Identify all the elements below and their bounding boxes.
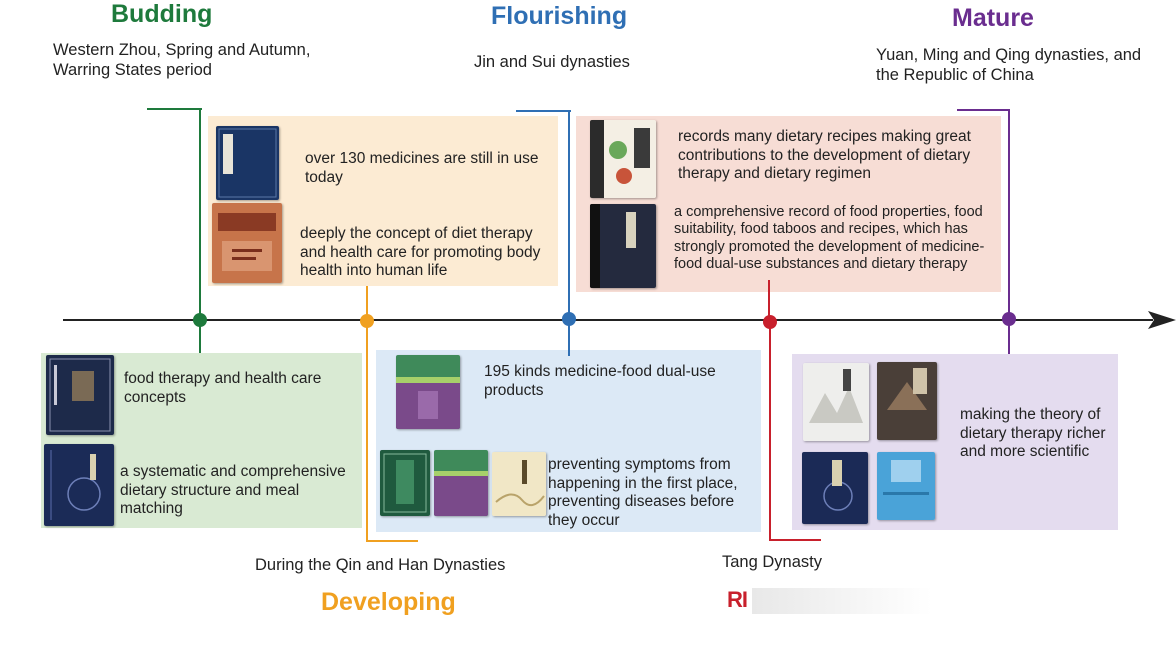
stage-title-mature: Mature [952, 4, 1034, 32]
connector-tang-v-top [768, 280, 770, 322]
dot-flourishing [562, 312, 576, 326]
book-cover-icon [590, 204, 656, 288]
connector-developing-h [366, 540, 418, 542]
note-budding-2: a systematic and comprehensive dietary s… [120, 463, 346, 517]
note-mature-1: making the theory of dietary therapy ric… [960, 406, 1106, 460]
period-developing: During the Qin and Han Dynasties [255, 556, 506, 574]
connector-mature-h [957, 109, 1010, 111]
book-cover-icon [803, 363, 869, 441]
book-cover-icon [46, 355, 114, 435]
note-developing-1: over 130 medicines are still in use toda… [305, 150, 539, 186]
stage-title-budding: Budding [111, 0, 213, 28]
connector-flourishing-h [516, 110, 571, 112]
stage-title-flourishing: Flourishing [491, 2, 628, 30]
book-cover-icon [396, 355, 460, 429]
dot-mature [1002, 312, 1016, 326]
book-cover-icon [44, 444, 114, 526]
period-tang: Tang Dynasty [722, 553, 822, 571]
note-tang-2: a comprehensive record of food propertie… [674, 204, 985, 273]
note-flourishing-2: preventing symptoms from happening in th… [548, 456, 738, 529]
period-flourishing: Jin and Sui dynasties [474, 53, 630, 71]
book-cover-icon [877, 362, 937, 440]
connector-flourishing-v [568, 110, 570, 356]
book-cover-icon [492, 452, 546, 516]
arrow-right-icon [1148, 311, 1176, 329]
connector-budding-v [199, 108, 201, 353]
period-mature: Yuan, Ming and Qing dynasties, and the R… [876, 46, 1142, 84]
book-cover-icon [212, 203, 282, 283]
note-tang-1: records many dietary recipes making grea… [678, 128, 971, 182]
book-cover-icon [216, 126, 279, 200]
period-budding: Western Zhou, Spring and Autumn, Warring… [53, 41, 311, 79]
book-cover-icon [380, 450, 430, 516]
book-cover-icon [802, 452, 868, 524]
book-cover-icon [434, 450, 488, 516]
dot-tang [763, 315, 777, 329]
dot-developing [360, 314, 374, 328]
stage-title-developing: Developing [321, 588, 456, 616]
note-budding-1: food therapy and health care concepts [124, 370, 322, 406]
connector-budding-h [147, 108, 202, 110]
book-cover-icon [590, 120, 656, 198]
note-flourishing-1: 195 kinds medicine-food dual-use product… [484, 363, 716, 399]
timeline-axis [63, 319, 1153, 321]
connector-developing-v [366, 286, 368, 542]
dot-budding [193, 313, 207, 327]
connector-tang-v [769, 322, 771, 541]
book-cover-icon [877, 452, 935, 520]
watermark-fade [752, 588, 932, 614]
note-developing-2: deeply the concept of diet therapy and h… [300, 225, 541, 279]
connector-tang-h [769, 539, 821, 541]
connector-mature-v [1008, 109, 1010, 354]
watermark: RI [727, 587, 748, 612]
